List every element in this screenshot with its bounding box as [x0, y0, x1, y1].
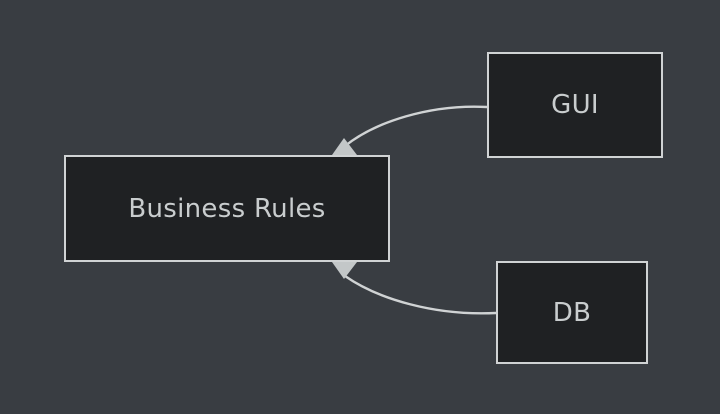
node-business-rules[interactable]: Business Rules [64, 155, 390, 262]
edge-db-to-business-rules[interactable] [332, 262, 498, 315]
node-label-business-rules: Business Rules [128, 193, 326, 224]
edge-gui-to-business-rules[interactable] [332, 105, 489, 155]
arrowhead-db-to-business-rules [332, 262, 357, 279]
node-label-gui: GUI [551, 90, 599, 120]
node-db[interactable]: DB [496, 261, 648, 364]
arrowhead-gui-to-business-rules [332, 138, 357, 155]
edge-line-gui [343, 105, 489, 148]
edge-line-db [343, 274, 498, 315]
node-label-db: DB [552, 297, 592, 328]
node-gui[interactable]: GUI [487, 52, 663, 158]
